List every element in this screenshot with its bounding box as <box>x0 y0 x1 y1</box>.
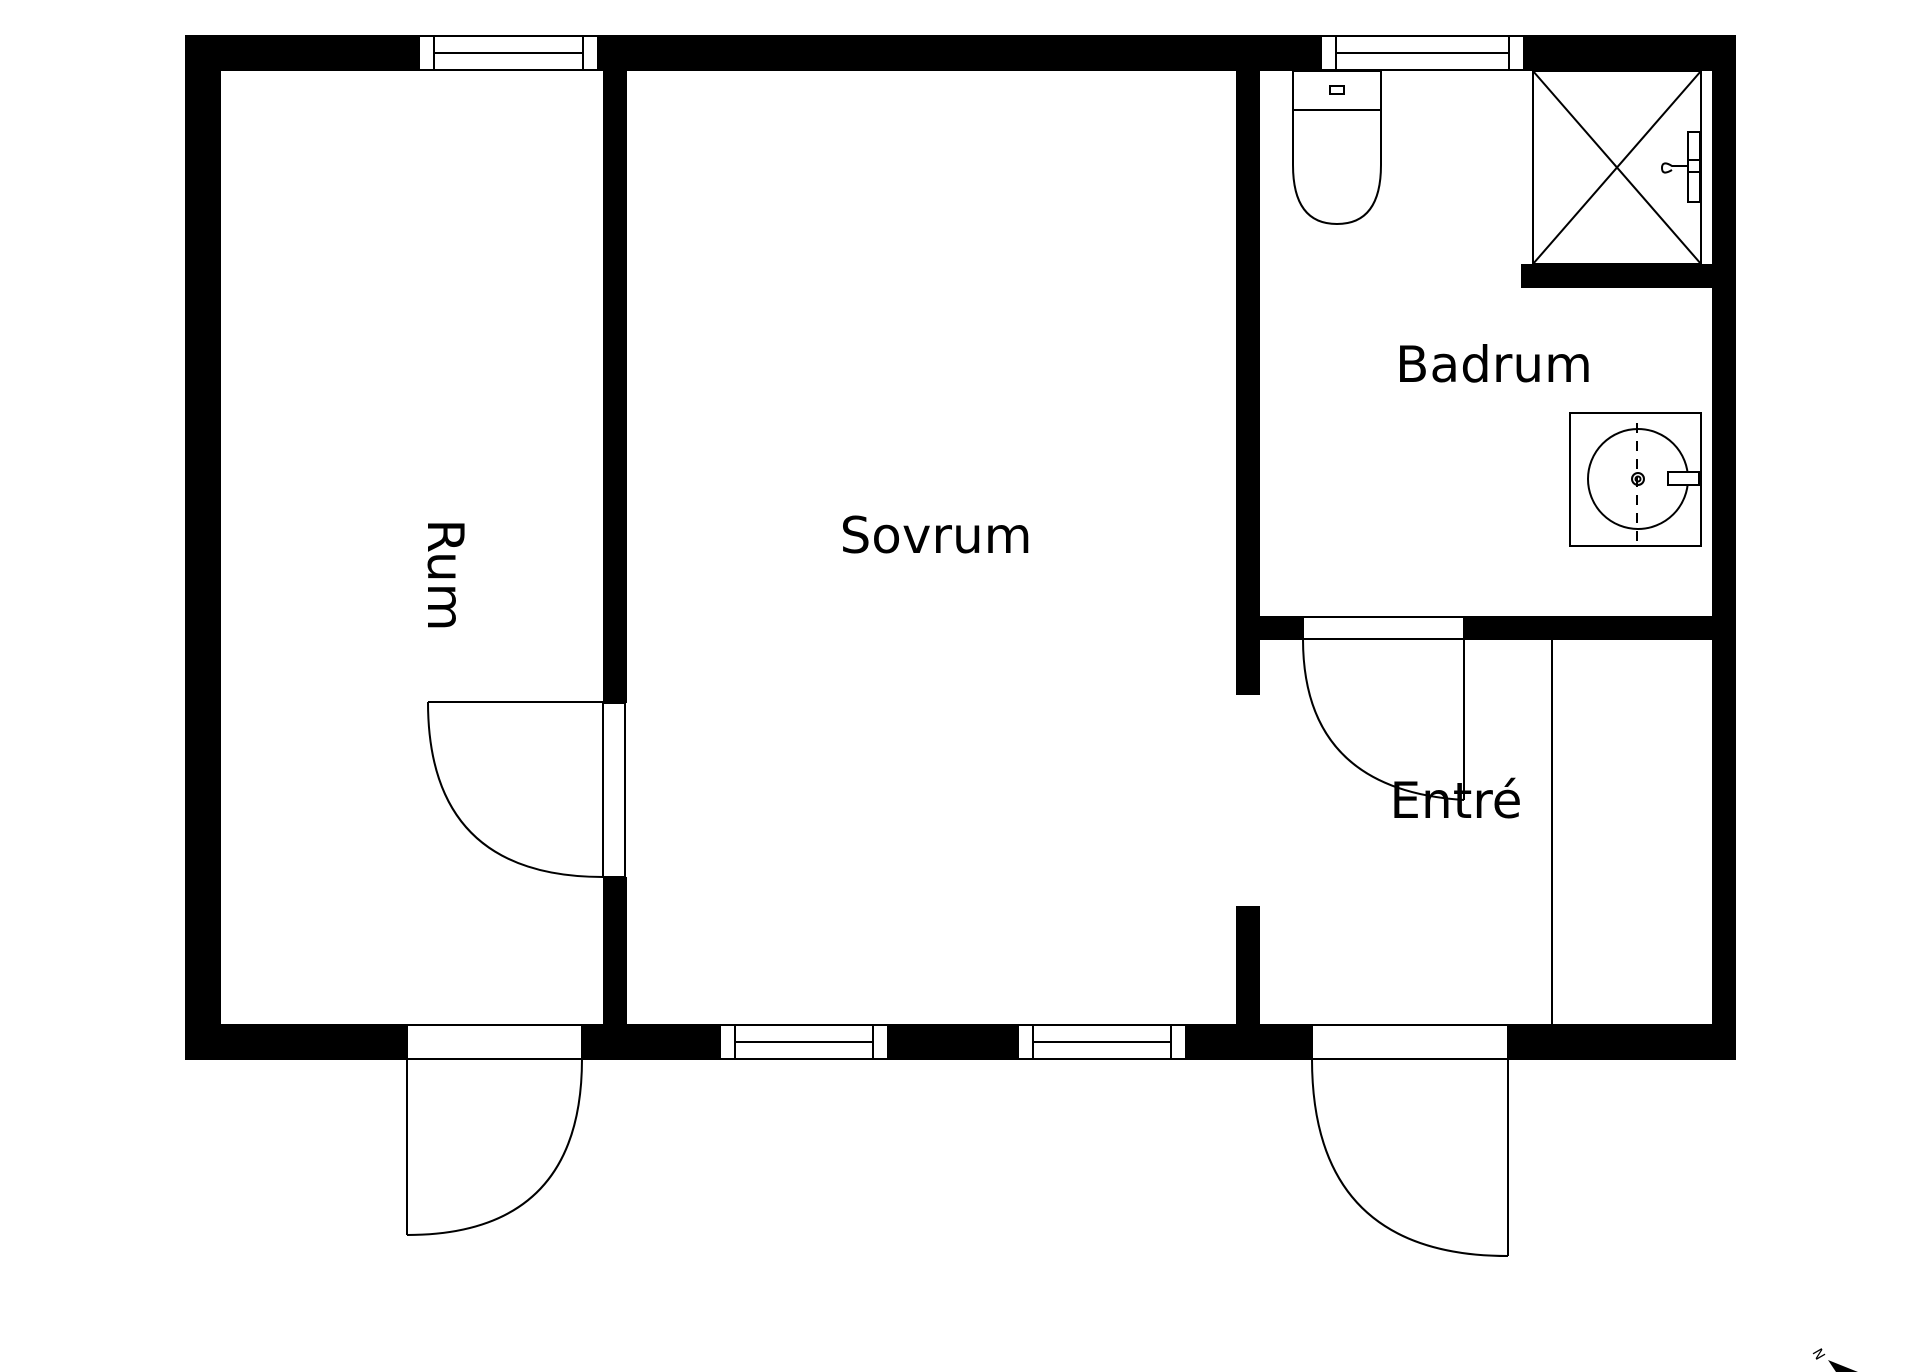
opening-sovrum-entre <box>1236 695 1260 906</box>
room-label-badrum: Badrum <box>1395 336 1593 394</box>
door-entre-exterior <box>1311 1024 1509 1257</box>
window-sovrum-bottom-right <box>1017 1024 1187 1060</box>
compass-north-label: N <box>1809 1346 1828 1363</box>
interior-walls <box>603 35 1736 1060</box>
door-rum-exterior <box>406 1024 583 1236</box>
fixtures <box>1292 70 1702 1024</box>
door-rum-sovrum <box>427 701 626 878</box>
wall-sovrum-east-upper <box>1236 35 1260 695</box>
window-rum-top <box>418 35 599 71</box>
wall-shower <box>1521 264 1735 288</box>
compass-arrow-icon <box>1828 1360 1858 1372</box>
window-badrum-top <box>1320 35 1525 71</box>
room-label-rum: Rum <box>416 519 474 632</box>
wall-badrum-entre-left <box>1236 616 1304 640</box>
sink-icon <box>1569 412 1702 547</box>
window-sovrum-bottom-left <box>719 1024 889 1060</box>
compass-icon: N <box>1809 1346 1858 1372</box>
wall-badrum-entre-right <box>1464 616 1736 640</box>
room-label-entre: Entré <box>1389 772 1522 830</box>
shower-icon <box>1532 70 1702 265</box>
doors <box>406 616 1509 1257</box>
wall-sovrum-east-lower <box>1236 906 1260 1060</box>
windows <box>418 35 1525 1060</box>
wall-rum-sovrum-lower <box>603 877 627 1060</box>
wall-rum-sovrum-upper <box>603 35 627 703</box>
room-label-sovrum: Sovrum <box>840 507 1033 565</box>
toilet-icon <box>1292 70 1382 226</box>
wall-right <box>1712 35 1736 1060</box>
door-badrum <box>1302 616 1465 801</box>
wall-left <box>185 35 221 1060</box>
